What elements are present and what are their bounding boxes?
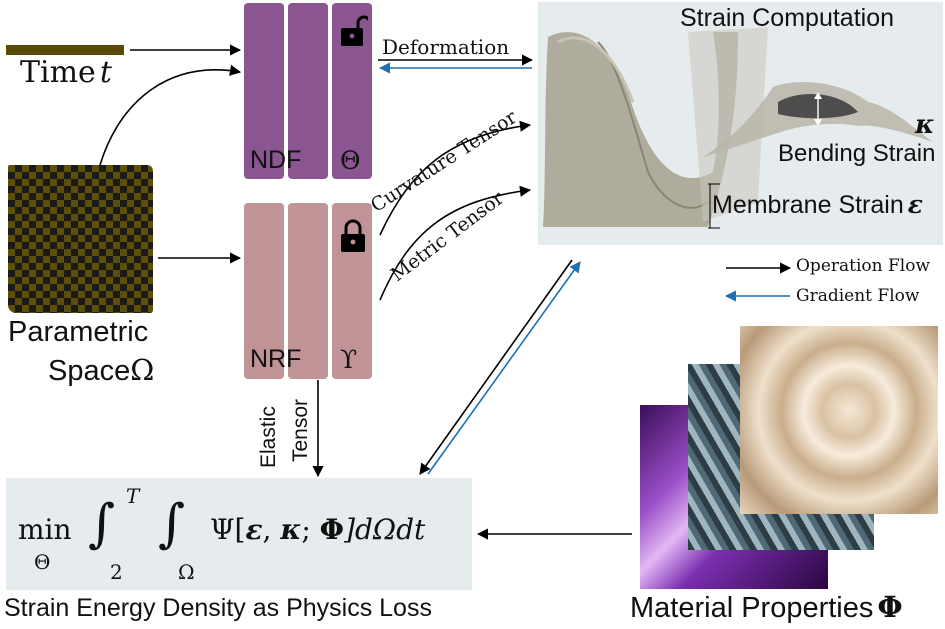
time-bar <box>6 45 124 55</box>
arrow-curvature-tensor <box>379 120 532 236</box>
loss-kap: κ <box>280 513 302 546</box>
legend-operation-label: Operation Flow <box>796 256 931 276</box>
deformation-label: Deformation <box>382 35 510 59</box>
parametric-space-text: Space <box>48 355 131 387</box>
strain-title: Strain Computation <box>680 4 895 32</box>
loss-min: min <box>18 513 72 546</box>
membrane-strain-text: Membrane Strain <box>712 191 904 219</box>
nrf-column-3 <box>332 203 372 379</box>
loss-psi: Ψ[ <box>210 513 246 546</box>
arrow-gradient-to-strain <box>427 261 581 475</box>
loss-integrand: Ψ[ε, κ; Φ]dΩdt <box>210 516 425 544</box>
elastic-label: Elastic <box>257 406 280 468</box>
cloth-drape-image <box>543 27 933 229</box>
ndf-column-1 <box>244 3 284 179</box>
material-symbol: Φ <box>877 590 903 624</box>
ndf-param: Θ <box>340 146 361 175</box>
parametric-symbol: Ω <box>130 353 155 387</box>
nrf-label: NRF <box>250 345 302 373</box>
loss-min-theta: Θ <box>34 550 51 574</box>
lock-icon <box>341 219 365 252</box>
loss-integral-2: ∫ <box>158 494 186 554</box>
loss-int-lower: 2 <box>110 560 123 584</box>
nrf-column-2 <box>288 203 328 379</box>
arrow-strain-to-loss <box>419 259 573 475</box>
ndf-label: NDF <box>250 146 302 174</box>
arrow-metric-tensor <box>379 185 532 301</box>
loss-comma: , <box>262 513 281 546</box>
loss-semi: ; <box>301 513 320 546</box>
unlock-icon <box>341 15 368 46</box>
loss-caption: Strain Energy Density as Physics Loss <box>4 594 432 622</box>
material-text: Material Properties <box>630 592 874 624</box>
loss-phi: Φ <box>319 513 345 546</box>
ndf-column-2 <box>288 3 328 179</box>
loss-eps: ε <box>245 513 263 546</box>
loss-int-upper: T <box>126 484 140 508</box>
parametric-label-line1: Parametric <box>8 316 149 348</box>
loss-panel <box>6 478 472 590</box>
time-symbol: t <box>99 55 112 90</box>
material-swatch-silk <box>740 326 938 514</box>
parametric-label-line2: SpaceΩ <box>48 356 154 386</box>
loss-formula: min Θ ∫ T 2 ∫ Ω Ψ[ε, κ; Φ]dΩdt <box>18 486 468 586</box>
tensor-label: Tensor <box>289 398 312 462</box>
legend-gradient-label: Gradient Flow <box>796 286 920 306</box>
nrf-param: ϒ <box>340 345 358 374</box>
time-text: Time <box>20 55 96 90</box>
epsilon-symbol: ε <box>907 190 923 219</box>
arrow-param-to-ndf <box>99 64 242 166</box>
parametric-space-checkerboard <box>8 165 153 313</box>
loss-int-omega: Ω <box>178 560 195 584</box>
nrf-column-1 <box>244 203 284 379</box>
loss-integral-1: ∫ <box>88 494 116 554</box>
bending-strain-label: Bending Strain <box>778 140 936 167</box>
loss-tail: ]dΩdt <box>344 513 426 546</box>
kappa-symbol: κ <box>915 110 935 140</box>
